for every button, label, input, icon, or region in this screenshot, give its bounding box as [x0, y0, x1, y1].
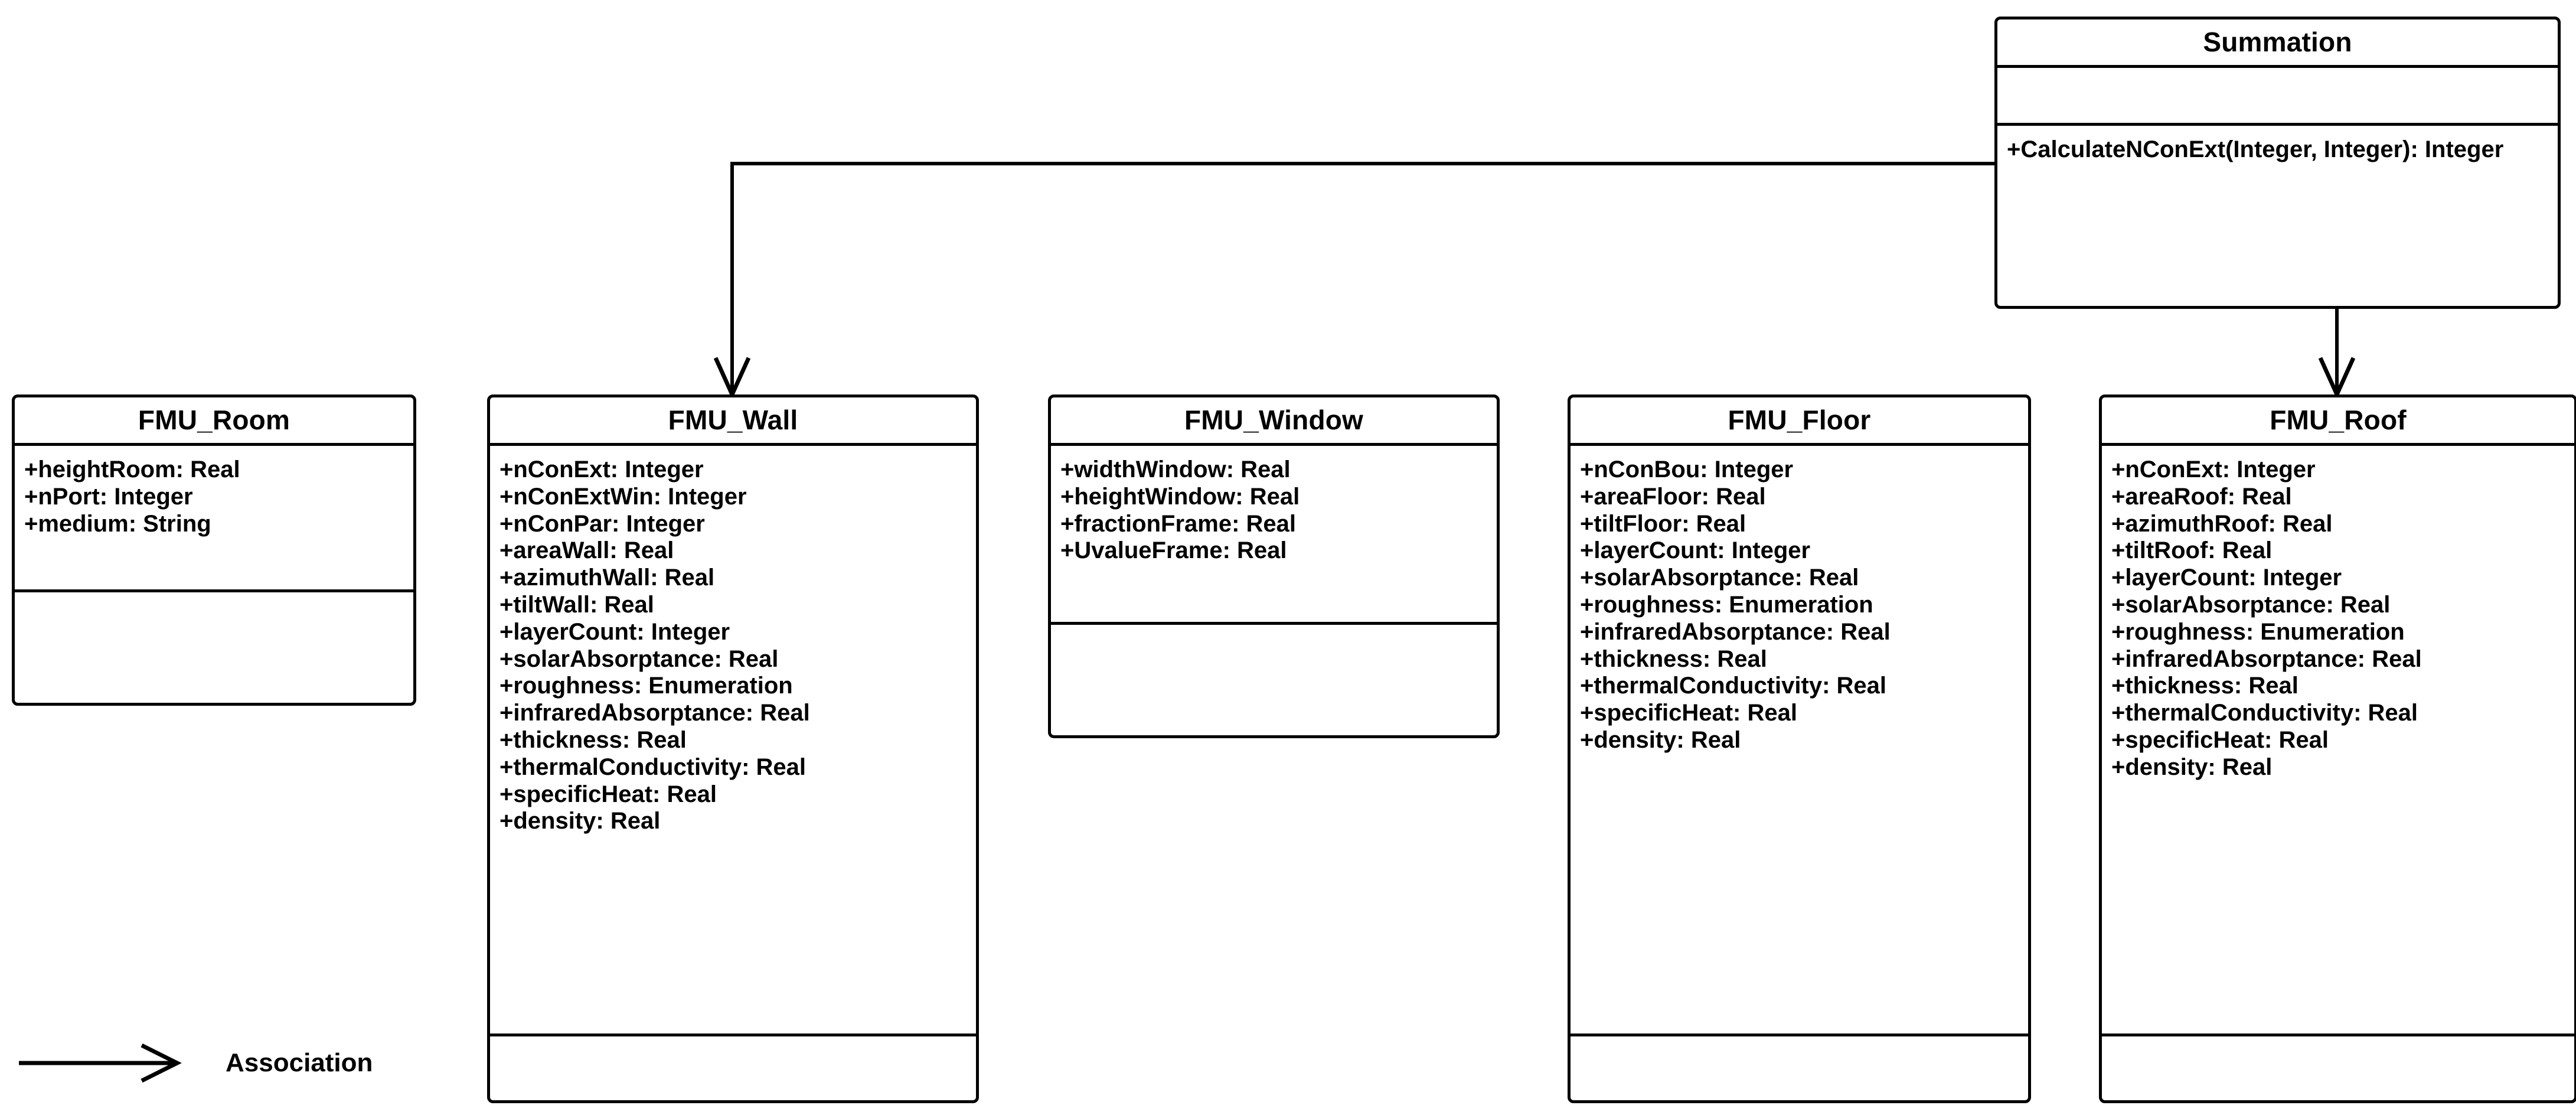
class-member: +infraredAbsorptance: Real [2111, 645, 2422, 672]
class-member: +nConBou: Integer [1580, 457, 1794, 482]
class-name-compartment: FMU_Window [1051, 397, 1497, 446]
class-member: +solarAbsorptance: Real [2111, 591, 2391, 618]
uml-class-fmu-window[interactable]: FMU_Window +widthWindow: Real+heightWind… [1048, 395, 1500, 738]
class-member: +heightRoom: Real [24, 457, 240, 482]
class-name-compartment: FMU_Room [15, 397, 413, 446]
class-title-fmu-window: FMU_Window [1184, 405, 1364, 436]
arrow-right-open-icon [19, 1043, 182, 1083]
class-member: +thickness: Real [2111, 673, 2299, 699]
class-operations-compartment [2102, 1036, 2574, 1053]
class-member: +infraredAbsorptance: Real [1580, 618, 1891, 645]
class-member: +UvalueFrame: Real [1060, 537, 1287, 564]
class-member: +nPort: Integer [24, 483, 193, 510]
arrowhead-summation-to-fmu-wall [713, 357, 751, 400]
class-member: +nConExt: Integer [499, 457, 704, 482]
class-member: +thermalConductivity: Real [2111, 700, 2418, 726]
class-member: +azimuthRoof: Real [2111, 510, 2333, 537]
class-member: +thickness: Real [1580, 645, 1767, 672]
class-member: +infraredAbsorptance: Real [499, 700, 810, 726]
class-member: +roughness: Enumeration [1580, 591, 1873, 618]
class-member: +areaFloor: Real [1580, 483, 1766, 510]
class-member: +fractionFrame: Real [1060, 510, 1297, 537]
class-operations-compartment [15, 592, 413, 609]
class-member: +areaWall: Real [499, 537, 674, 564]
class-member: +thickness: Real [499, 726, 687, 753]
class-member: +density: Real [2111, 754, 2273, 780]
class-member: +specificHeat: Real [2111, 726, 2329, 753]
class-member: +roughness: Enumeration [499, 673, 793, 699]
class-operations-compartment [490, 1036, 976, 1053]
class-member: +solarAbsorptance: Real [1580, 565, 1859, 591]
class-name-compartment: FMU_Wall [490, 397, 976, 446]
class-member: +layerCount: Integer [2111, 565, 2342, 591]
class-title-summation: Summation [2203, 27, 2352, 58]
class-operations-compartment: +CalculateNConExt(Integer, Integer): Int… [1997, 126, 2558, 169]
class-attributes-compartment: +nConExt: Integer+areaRoof: Real+azimuth… [2102, 446, 2574, 1036]
class-name-compartment: FMU_Roof [2102, 397, 2574, 446]
class-member: +azimuthWall: Real [499, 565, 715, 591]
class-member: +specificHeat: Real [499, 781, 717, 807]
class-attributes-compartment: +nConExt: Integer+nConExtWin: Integer+nC… [490, 446, 976, 1036]
class-title-fmu-floor: FMU_Floor [1728, 405, 1871, 436]
connector-line-summation-to-fmu-wall [730, 162, 1994, 390]
uml-class-fmu-floor[interactable]: FMU_Floor +nConBou: Integer+areaFloor: R… [1568, 395, 2031, 1103]
class-member: +density: Real [499, 808, 661, 834]
class-member: +roughness: Enumeration [2111, 618, 2405, 645]
class-member: +widthWindow: Real [1060, 457, 1291, 482]
class-attributes-compartment: +widthWindow: Real+heightWindow: Real+fr… [1051, 446, 1497, 625]
arrowhead-summation-to-fmu-roof [2318, 357, 2356, 400]
class-member: +layerCount: Integer [499, 618, 730, 645]
class-member: +medium: String [24, 510, 211, 537]
class-operations-compartment [1571, 1036, 2028, 1053]
class-operations-compartment [1051, 625, 1497, 641]
class-attributes-compartment [1997, 68, 2558, 126]
class-title-fmu-roof: FMU_Roof [2270, 405, 2407, 436]
class-name-compartment: Summation [1997, 19, 2558, 68]
class-member: +layerCount: Integer [1580, 537, 1811, 564]
class-member: +specificHeat: Real [1580, 700, 1797, 726]
class-member: +solarAbsorptance: Real [499, 645, 779, 672]
class-attributes-compartment: +nConBou: Integer+areaFloor: Real+tiltFl… [1571, 446, 2028, 1036]
class-member: +areaRoof: Real [2111, 483, 2292, 510]
class-member: +nConExtWin: Integer [499, 483, 747, 510]
class-member: +thermalConductivity: Real [499, 754, 807, 780]
class-name-compartment: FMU_Floor [1571, 397, 2028, 446]
uml-class-summation[interactable]: Summation +CalculateNConExt(Integer, Int… [1994, 17, 2561, 309]
class-member: +heightWindow: Real [1060, 483, 1300, 510]
uml-class-fmu-roof[interactable]: FMU_Roof +nConExt: Integer+areaRoof: Rea… [2099, 395, 2576, 1103]
class-member: +tiltRoof: Real [2111, 537, 2273, 564]
class-member: +density: Real [1580, 726, 1741, 753]
class-title-fmu-wall: FMU_Wall [668, 405, 798, 436]
class-member: +thermalConductivity: Real [1580, 673, 1887, 699]
uml-class-fmu-room[interactable]: FMU_Room +heightRoom: Real+nPort: Intege… [12, 395, 416, 706]
class-title-fmu-room: FMU_Room [138, 405, 290, 436]
legend-association-label: Association [226, 1048, 373, 1077]
class-member: +nConPar: Integer [499, 510, 705, 537]
class-attributes-compartment: +heightRoom: Real+nPort: Integer+medium:… [15, 446, 413, 592]
uml-class-fmu-wall[interactable]: FMU_Wall +nConExt: Integer+nConExtWin: I… [487, 395, 979, 1103]
class-member: +tiltFloor: Real [1580, 510, 1746, 537]
class-member: +CalculateNConExt(Integer, Integer): Int… [2007, 136, 2504, 162]
legend-association: Association [17, 1039, 373, 1087]
class-member: +tiltWall: Real [499, 591, 654, 618]
class-member: +nConExt: Integer [2111, 457, 2316, 482]
